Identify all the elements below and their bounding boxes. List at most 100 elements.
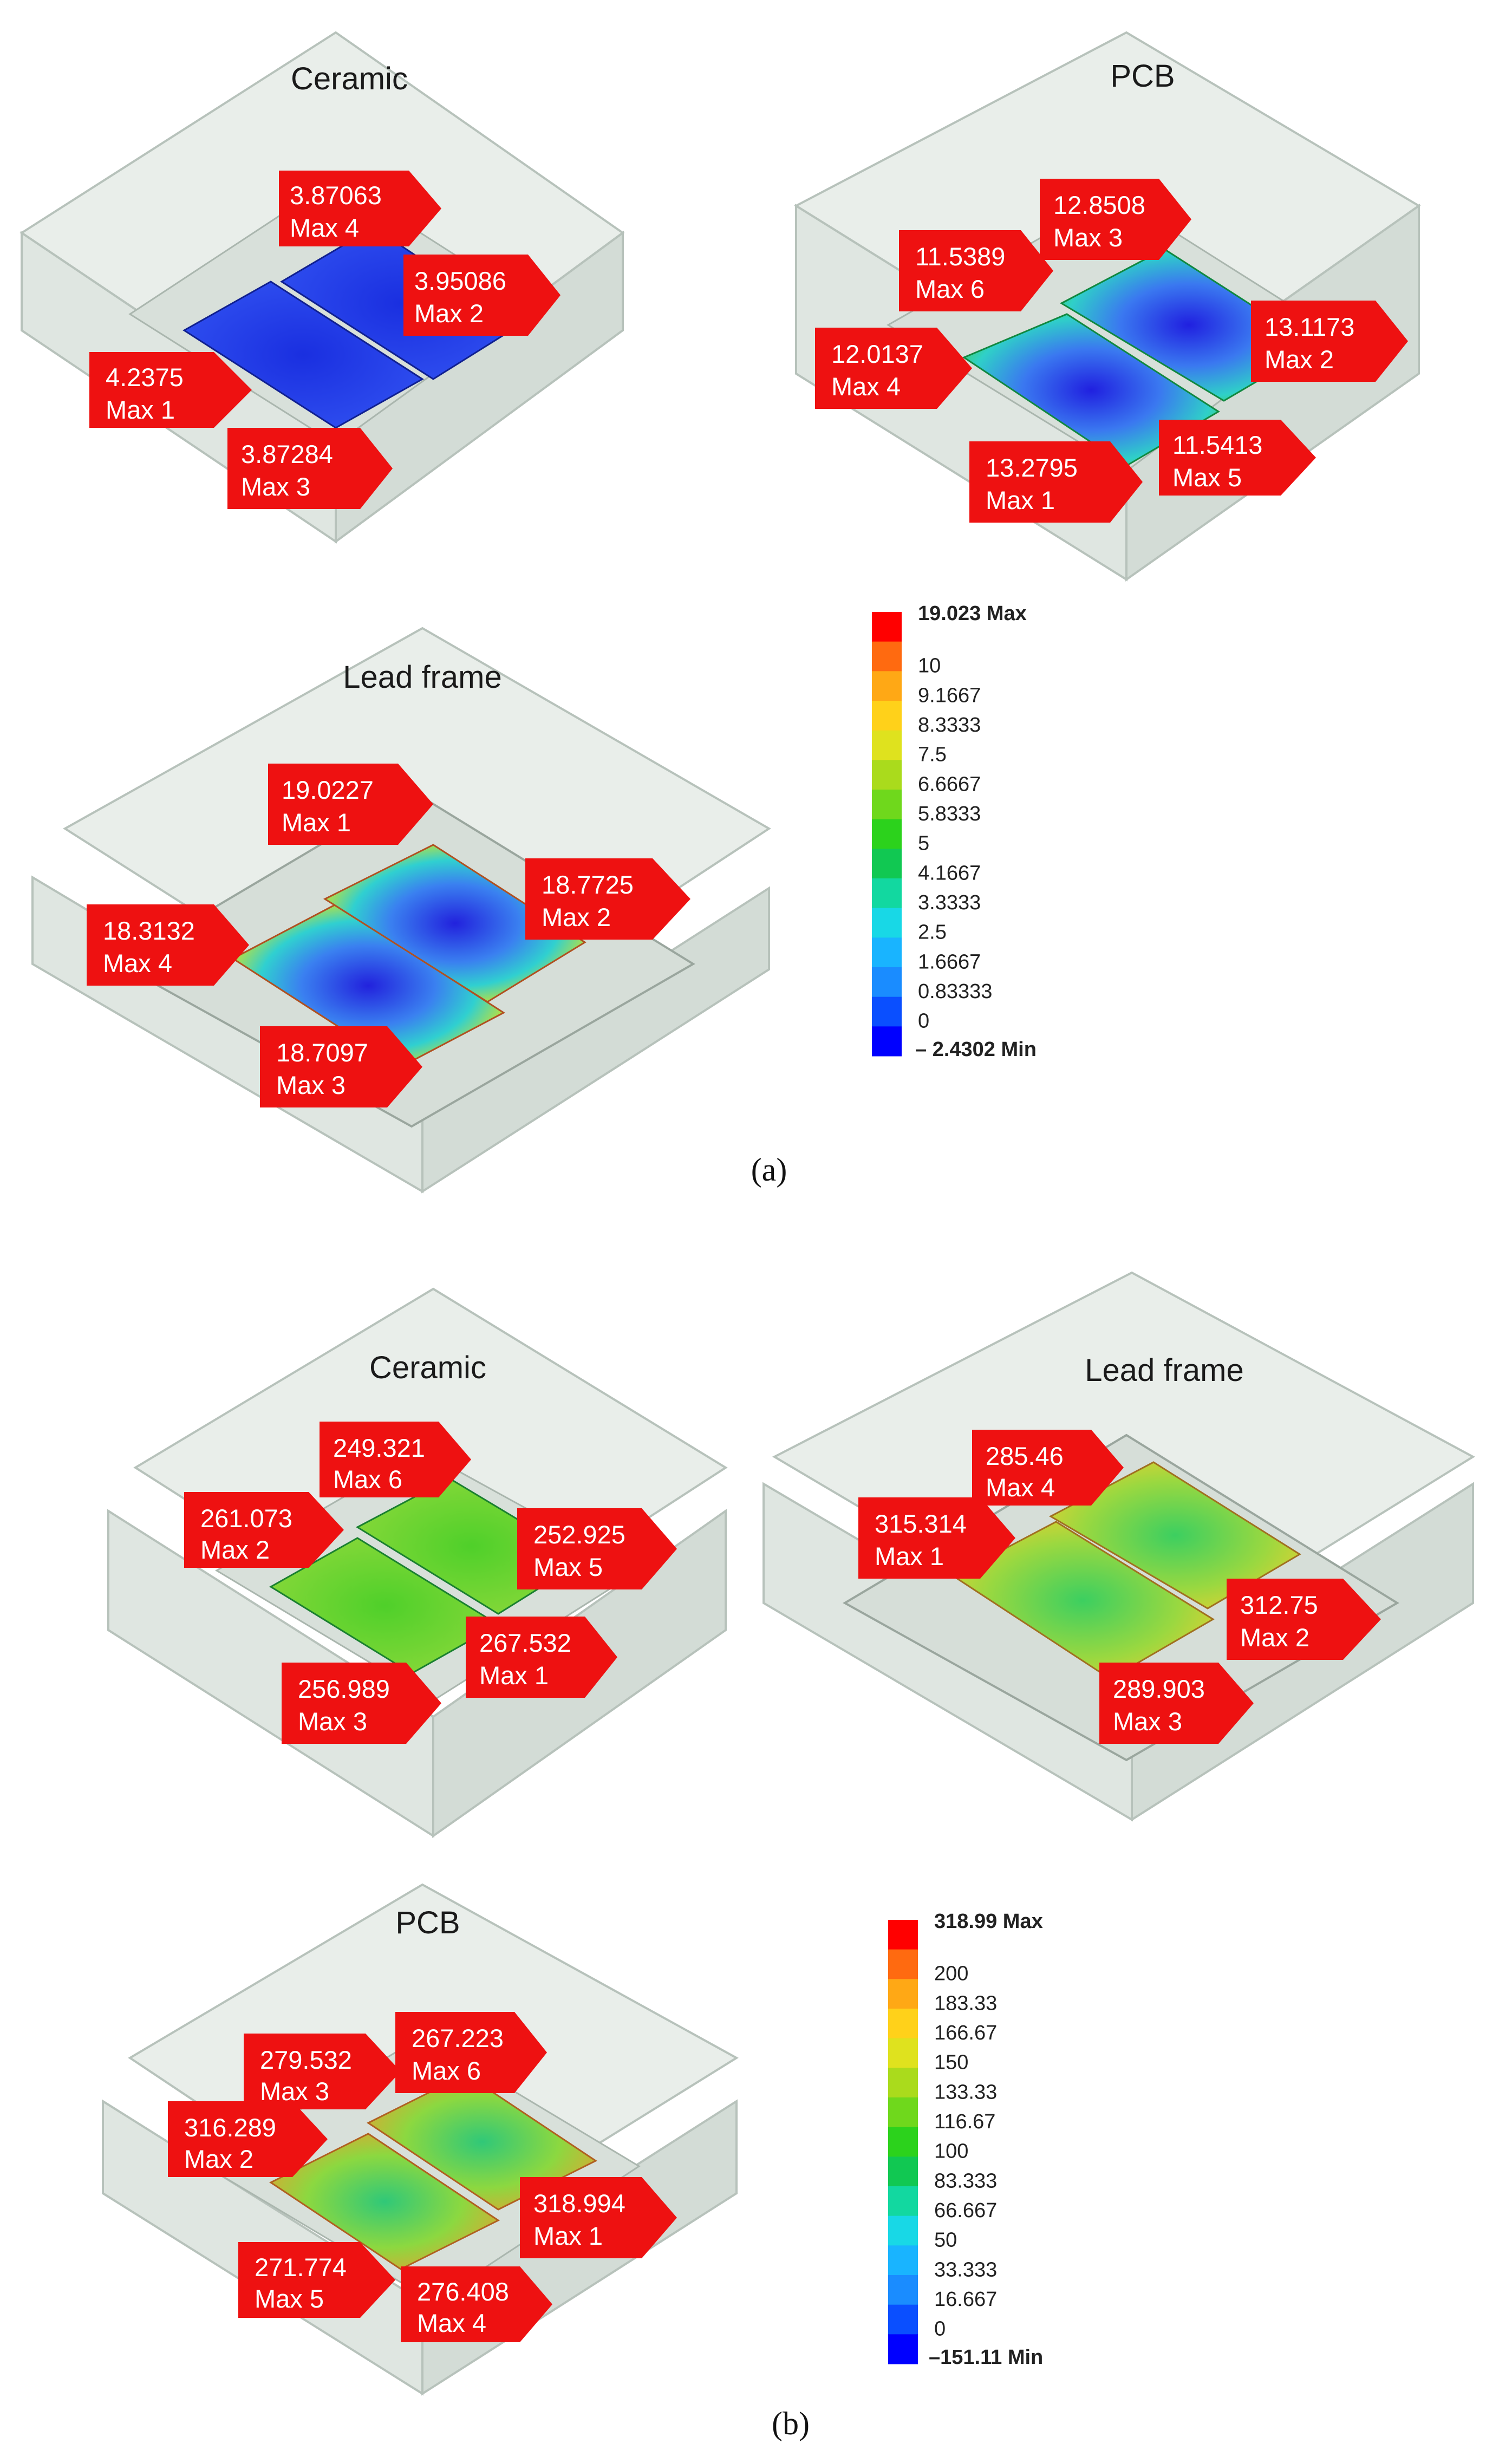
svg-text:18.7097: 18.7097 [276,1038,368,1067]
legend-tick-label: 83.333 [934,2169,997,2192]
svg-text:18.3132: 18.3132 [103,916,195,945]
colorbar-band [872,937,902,968]
svg-text:Max 3: Max 3 [260,2077,329,2106]
colorbar-band [888,2009,918,2039]
svg-text:Max 6: Max 6 [333,1465,402,1494]
die-pad-right [323,844,586,1003]
legend-tick-label: 150 [934,2051,968,2074]
callout: 19.0227 Max 1 [268,764,433,845]
colorbar-band [888,2245,918,2276]
legend-tick-label: 5 [918,832,929,855]
legend-tick-label: 7.5 [918,744,947,766]
svg-text:Max 4: Max 4 [986,1473,1055,1502]
panel-a: Ceramic PCB Lead frame 3. [19,31,1421,1194]
legend-tick-label: 16.667 [934,2288,997,2311]
svg-text:318.994: 318.994 [533,2189,625,2218]
svg-text:276.408: 276.408 [417,2277,509,2306]
svg-text:3.95086: 3.95086 [414,266,506,295]
legend-tick-label: 133.33 [934,2081,997,2103]
svg-text:Max 4: Max 4 [290,213,359,242]
colorbar-band [872,819,902,849]
svg-text:Max 3: Max 3 [241,472,310,501]
svg-text:11.5413: 11.5413 [1172,431,1262,459]
die-pad-left [962,313,1220,467]
callout: 289.903 Max 3 [1099,1663,1254,1744]
svg-text:315.314: 315.314 [875,1509,967,1538]
svg-text:316.289: 316.289 [184,2113,276,2142]
callout: 312.75 Max 2 [1227,1579,1381,1660]
model-title: Lead frame [343,660,501,695]
svg-text:Max 3: Max 3 [1113,1707,1182,1736]
svg-text:Max 1: Max 1 [533,2221,603,2250]
callout: 18.7097 Max 3 [260,1026,422,1107]
legend-tick-label: 9.1667 [918,684,981,707]
svg-text:Max 2: Max 2 [1265,345,1334,374]
legend-tick-label: 183.33 [934,1992,997,2015]
callout: 11.5413 Max 5 [1159,420,1316,496]
legend-tick-label: 100 [934,2140,968,2163]
callout: 318.994 Max 1 [520,2177,677,2258]
svg-text:Max 2: Max 2 [414,299,484,328]
colorbar-band [872,1026,902,1057]
colorbar-band [888,2038,918,2068]
legend-tick-label: 3.3333 [918,891,981,914]
legend-max: 318.99 Max [934,1910,1043,1933]
callout: 18.7725 Max 2 [525,858,690,940]
svg-text:256.989: 256.989 [298,1674,390,1703]
panel-b: Ceramic Lead frame PCB 24 [102,1271,1475,2441]
svg-text:18.7725: 18.7725 [542,870,634,899]
colorbar-band [872,701,902,731]
colorbar-band [888,1920,918,1950]
svg-text:4.2375: 4.2375 [106,363,184,392]
callout: 267.223 Max 6 [395,2012,547,2093]
callout: 3.95086 Max 2 [403,255,561,336]
svg-text:12.8508: 12.8508 [1053,191,1145,219]
callout: 271.774 Max 5 [238,2242,395,2318]
colorbar-band [872,908,902,938]
legend-tick-label: 166.67 [934,2022,997,2044]
svg-text:271.774: 271.774 [255,2253,347,2282]
svg-text:Max 4: Max 4 [417,2309,486,2337]
colorbar-band [888,2304,918,2335]
model-title: PCB [1110,58,1175,94]
callout: 316.289 Max 2 [168,2101,328,2177]
legend-tick-label: 66.667 [934,2199,997,2222]
callout: 252.925 Max 5 [517,1508,677,1589]
colorbar-band [872,730,902,760]
legend-tick-label: 200 [934,1963,968,1985]
die-pad-right [1048,1461,1301,1610]
model-title: PCB [395,1905,460,1940]
callout: 279.532 Max 3 [244,2034,401,2109]
callout: 4.2375 Max 1 [89,352,252,428]
svg-text:Max 1: Max 1 [986,486,1055,514]
callout: 315.314 Max 1 [858,1497,1015,1579]
callout: 256.989 Max 3 [282,1663,441,1744]
callout: 276.408 Max 4 [401,2266,552,2342]
svg-text:Max 4: Max 4 [831,372,901,401]
model-title: Lead frame [1085,1353,1243,1388]
colorbar-legend-b: 318.99 Max 200183.33166.67150133.33116.6… [888,1910,1043,2369]
svg-text:Max 5: Max 5 [1172,463,1242,492]
colorbar-band [872,878,902,909]
colorbar-band [888,2334,918,2364]
colorbar-band [888,2097,918,2128]
svg-text:13.2795: 13.2795 [986,453,1078,482]
legend-tick-label: 0 [934,2318,946,2341]
callouts-b: 249.321 Max 6 261.073 Max 2 252.925 Max … [168,1422,1381,2342]
svg-text:Max 2: Max 2 [200,1535,270,1564]
svg-text:Max 3: Max 3 [298,1707,367,1736]
callout: 249.321 Max 6 [320,1422,471,1497]
legend-tick-label: 0.83333 [918,980,992,1003]
callout: 12.0137 Max 4 [815,328,972,409]
callouts-a: 3.87063 Max 4 3.95086 Max 2 4.2375 Max 1… [87,171,1408,1107]
colorbar-band [872,996,902,1027]
colorbar-band [888,2275,918,2305]
svg-text:249.321: 249.321 [333,1433,425,1462]
svg-text:Max 5: Max 5 [255,2284,324,2313]
svg-text:Max 4: Max 4 [103,949,172,978]
legend-tick-label: 2.5 [918,921,947,944]
legend-tick-label: 4.1667 [918,862,981,884]
colorbar-bands [872,612,902,1057]
colorbar-legend-a: 19.023 Max 109.16678.33337.56.66675.8333… [872,602,1037,1061]
